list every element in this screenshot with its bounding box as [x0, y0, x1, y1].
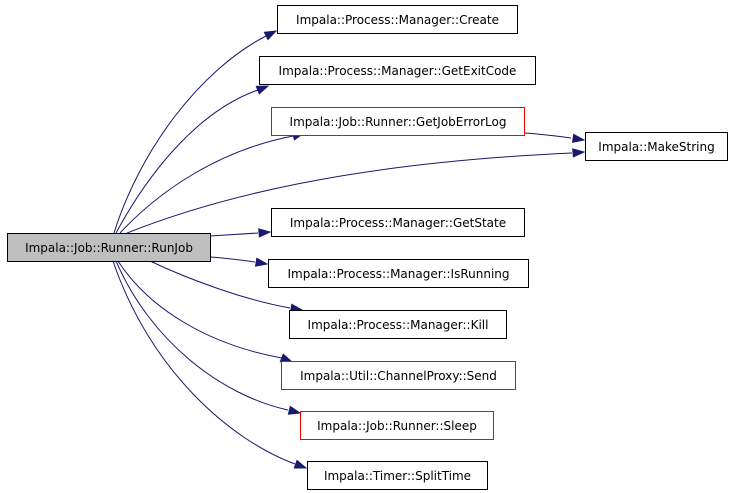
edges-layer — [112, 30, 586, 469]
edge-runjob-splittime — [112, 260, 308, 469]
node-send[interactable]: Impala::Util::ChannelProxy::Send — [281, 361, 516, 390]
node-kill[interactable]: Impala::Process::Manager::Kill — [289, 310, 507, 339]
arrowhead-icon — [571, 133, 586, 143]
edge-line — [209, 232, 259, 237]
arrowhead-icon — [254, 257, 269, 267]
node-box — [585, 132, 728, 161]
node-box — [289, 310, 507, 339]
edge-line — [119, 135, 294, 234]
edge-runjob-create — [113, 30, 278, 234]
edge-runjob-getexitcode — [115, 85, 270, 234]
edge-runjob-isrunning — [209, 256, 269, 267]
node-getjoberrorlog[interactable]: Impala::Job::Runner::GetJobErrorLog — [271, 107, 525, 136]
node-isrunning[interactable]: Impala::Process::Manager::IsRunning — [268, 259, 529, 288]
node-getexitcode[interactable]: Impala::Process::Manager::GetExitCode — [259, 56, 536, 85]
node-label: Impala::Process::Manager::GetExitCode — [279, 64, 517, 78]
node-box — [259, 56, 536, 85]
node-box — [268, 259, 529, 288]
arrowhead-icon — [287, 405, 302, 415]
edge-line — [117, 260, 283, 359]
edge-line — [115, 260, 289, 411]
node-create[interactable]: Impala::Process::Manager::Create — [277, 5, 518, 34]
node-makestring[interactable]: Impala::MakeString — [585, 132, 728, 161]
node-label: Impala::Process::Manager::GetState — [290, 216, 506, 230]
node-label: Impala::Job::Runner::Sleep — [317, 419, 477, 433]
node-splittime[interactable]: Impala::Timer::SplitTime — [307, 461, 488, 490]
node-label: Impala::MakeString — [598, 140, 714, 154]
edge-line — [112, 260, 296, 465]
node-runjob: Impala::Job::Runner::RunJob — [7, 233, 211, 262]
node-box — [307, 461, 488, 490]
arrowhead-icon — [255, 85, 270, 95]
edge-line — [209, 256, 256, 263]
node-box — [271, 107, 525, 136]
edge-line — [523, 132, 572, 139]
node-label: Impala::Process::Manager::Kill — [308, 318, 489, 332]
node-sleep[interactable]: Impala::Job::Runner::Sleep — [300, 411, 494, 440]
edge-runjob-sleep — [115, 260, 302, 415]
edge-line — [113, 35, 267, 234]
node-label: Impala::Job::Runner::GetJobErrorLog — [290, 115, 507, 129]
nodes-layer: Impala::Job::Runner::RunJobImpala::Proce… — [7, 5, 728, 490]
node-label: Impala::Process::Manager::Create — [296, 13, 499, 27]
edge-runjob-makestring — [126, 148, 586, 234]
edge-runjob-getstate — [209, 228, 272, 238]
arrowhead-icon — [279, 353, 294, 363]
arrowhead-icon — [263, 30, 278, 41]
edge-line — [115, 89, 259, 234]
node-box — [277, 5, 518, 34]
arrowhead-icon — [258, 228, 272, 238]
node-getstate[interactable]: Impala::Process::Manager::GetState — [271, 208, 525, 237]
node-box — [7, 233, 211, 262]
arrowhead-icon — [293, 459, 308, 469]
edge-getjoberrorlog-makestring — [523, 132, 586, 143]
node-box — [281, 361, 516, 390]
node-box — [300, 411, 494, 440]
node-label: Impala::Process::Manager::IsRunning — [287, 267, 509, 281]
edge-line — [126, 152, 573, 234]
node-label: Impala::Job::Runner::RunJob — [25, 241, 193, 255]
arrowhead-icon — [572, 148, 586, 158]
edge-line — [149, 260, 291, 309]
node-label: Impala::Util::ChannelProxy::Send — [300, 369, 497, 383]
node-label: Impala::Timer::SplitTime — [324, 469, 471, 483]
node-box — [271, 208, 525, 237]
